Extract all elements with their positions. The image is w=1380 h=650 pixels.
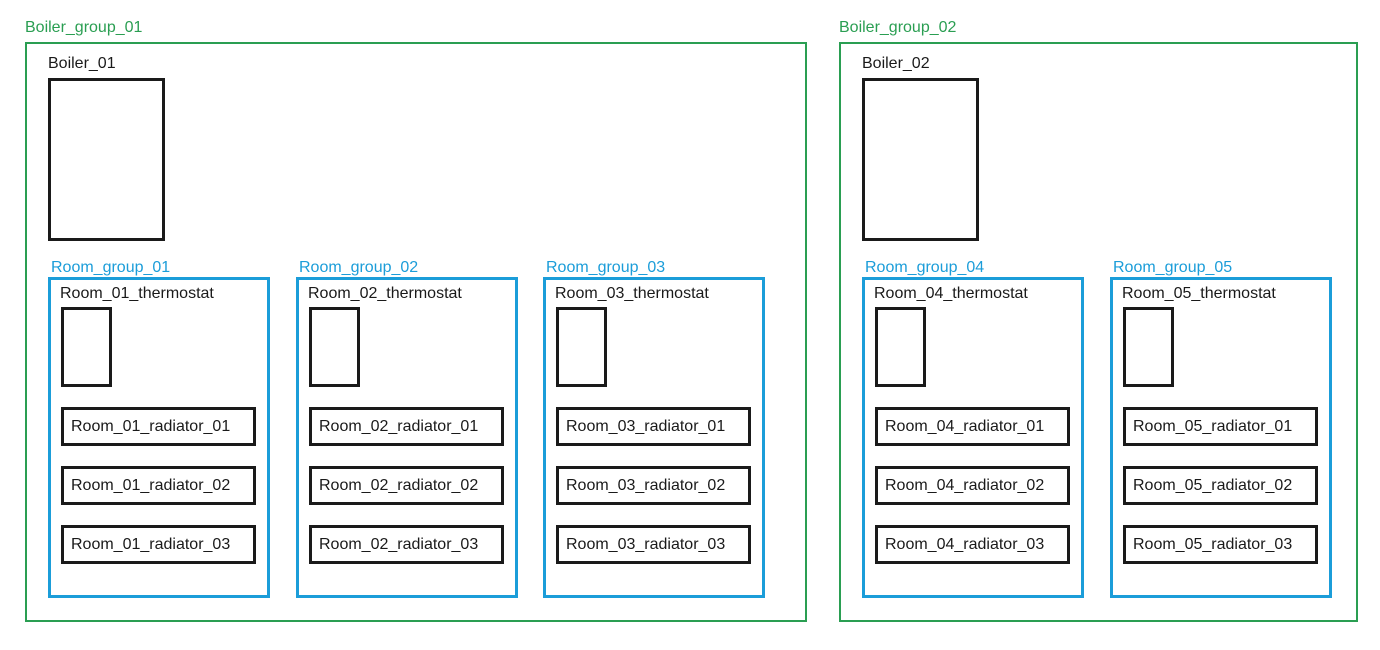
room-02-radiator-02-label: Room_02_radiator_02 — [319, 477, 479, 494]
room-03-radiator-03-label: Room_03_radiator_03 — [566, 536, 726, 553]
room-05-radiator-03-box: Room_05_radiator_03 — [1123, 525, 1318, 564]
room-group-03-box: Room_group_03 Room_03_thermostat Room_03… — [543, 259, 765, 598]
room-05-radiator-01-label: Room_05_radiator_01 — [1133, 418, 1293, 435]
room-03-radiator-02-label: Room_03_radiator_02 — [566, 477, 726, 494]
boiler-group-01-box: Boiler_group_01 Boiler_01 Room_group_01 … — [25, 19, 807, 622]
boiler-group-02-label: Boiler_group_02 — [839, 19, 957, 36]
room-01-radiator-03-label: Room_01_radiator_03 — [71, 536, 231, 553]
room-04-radiator-02-label: Room_04_radiator_02 — [885, 477, 1045, 494]
room-01-radiator-03-box: Room_01_radiator_03 — [61, 525, 256, 564]
room-04-radiator-01-label: Room_04_radiator_01 — [885, 418, 1045, 435]
room-group-04-label: Room_group_04 — [865, 259, 985, 276]
room-02-radiator-03-label: Room_02_radiator_03 — [319, 536, 479, 553]
room-01-radiator-02-label: Room_01_radiator_02 — [71, 477, 231, 494]
room-02-radiator-03-box: Room_02_radiator_03 — [309, 525, 504, 564]
room-05-radiator-01-box: Room_05_radiator_01 — [1123, 407, 1318, 446]
room-group-05-box: Room_group_05 Room_05_thermostat Room_05… — [1110, 259, 1332, 598]
room-01-radiator-02-box: Room_01_radiator_02 — [61, 466, 256, 505]
room-group-01-box: Room_group_01 Room_01_thermostat Room_01… — [48, 259, 270, 598]
boiler-group-01-label: Boiler_group_01 — [25, 19, 143, 36]
room-04-thermostat-label: Room_04_thermostat — [874, 285, 1028, 302]
room-04-thermostat-box — [875, 307, 926, 387]
boiler-02-label: Boiler_02 — [862, 55, 930, 72]
room-group-05-label: Room_group_05 — [1113, 259, 1233, 276]
room-03-thermostat-box — [556, 307, 607, 387]
room-03-radiator-03-box: Room_03_radiator_03 — [556, 525, 751, 564]
room-05-radiator-02-label: Room_05_radiator_02 — [1133, 477, 1293, 494]
room-05-thermostat-box — [1123, 307, 1174, 387]
room-04-radiator-03-box: Room_04_radiator_03 — [875, 525, 1070, 564]
room-group-01-label: Room_group_01 — [51, 259, 171, 276]
room-03-radiator-01-label: Room_03_radiator_01 — [566, 418, 726, 435]
room-02-radiator-01-label: Room_02_radiator_01 — [319, 418, 479, 435]
room-02-thermostat-box — [309, 307, 360, 387]
room-01-thermostat-label: Room_01_thermostat — [60, 285, 214, 302]
room-03-radiator-01-box: Room_03_radiator_01 — [556, 407, 751, 446]
room-01-radiator-01-box: Room_01_radiator_01 — [61, 407, 256, 446]
boiler-group-02-box: Boiler_group_02 Boiler_02 Room_group_04 … — [839, 19, 1358, 622]
room-02-radiator-01-box: Room_02_radiator_01 — [309, 407, 504, 446]
room-01-radiator-01-label: Room_01_radiator_01 — [71, 418, 231, 435]
room-05-radiator-03-label: Room_05_radiator_03 — [1133, 536, 1293, 553]
room-02-thermostat-label: Room_02_thermostat — [308, 285, 462, 302]
room-03-thermostat-label: Room_03_thermostat — [555, 285, 709, 302]
room-group-04-box: Room_group_04 Room_04_thermostat Room_04… — [862, 259, 1084, 598]
room-group-02-label: Room_group_02 — [299, 259, 419, 276]
room-04-radiator-02-box: Room_04_radiator_02 — [875, 466, 1070, 505]
room-05-radiator-02-box: Room_05_radiator_02 — [1123, 466, 1318, 505]
room-group-02-box: Room_group_02 Room_02_thermostat Room_02… — [296, 259, 518, 598]
boiler-01-box — [48, 78, 165, 241]
boiler-01-label: Boiler_01 — [48, 55, 116, 72]
room-05-thermostat-label: Room_05_thermostat — [1122, 285, 1276, 302]
room-01-thermostat-box — [61, 307, 112, 387]
room-04-radiator-03-label: Room_04_radiator_03 — [885, 536, 1045, 553]
room-04-radiator-01-box: Room_04_radiator_01 — [875, 407, 1070, 446]
room-02-radiator-02-box: Room_02_radiator_02 — [309, 466, 504, 505]
room-group-03-label: Room_group_03 — [546, 259, 666, 276]
room-03-radiator-02-box: Room_03_radiator_02 — [556, 466, 751, 505]
boiler-02-box — [862, 78, 979, 241]
